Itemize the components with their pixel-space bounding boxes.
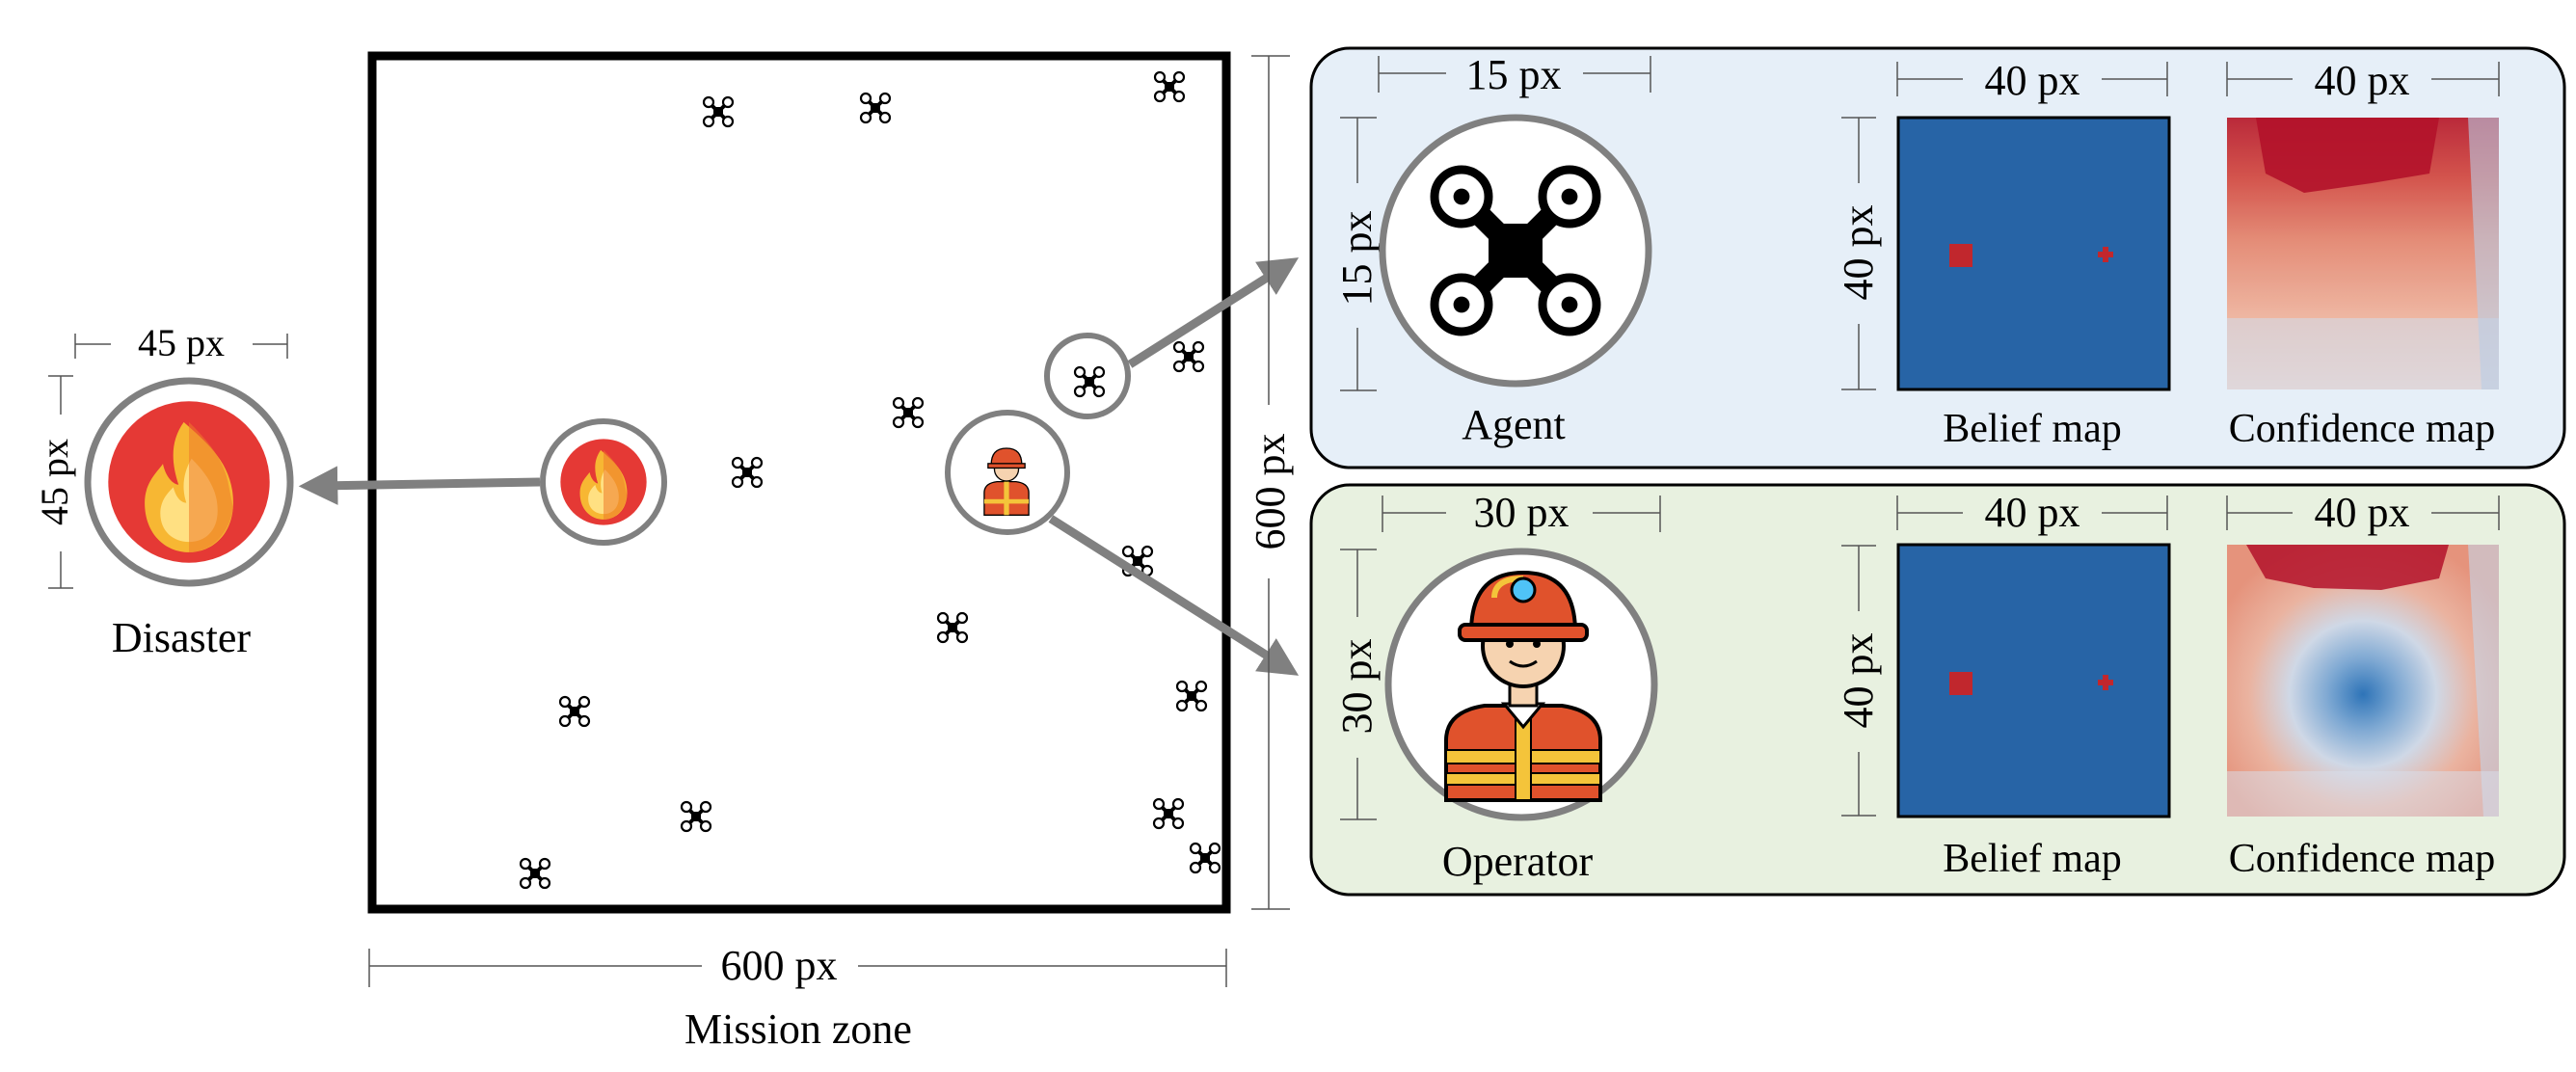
arrow-to-agent-panel (1127, 257, 1300, 368)
mission-zone-height-dimension (1251, 55, 1290, 910)
operator-icon-height-dimension (1340, 549, 1377, 820)
agent-belief-height-dimension (1841, 117, 1876, 390)
agent-confidence-label: Confidence map (2229, 407, 2495, 451)
agent-confidence-map (2227, 118, 2499, 389)
disaster-width-dimension (74, 334, 288, 359)
agent-belief-height-label: 40 px (1835, 205, 1882, 301)
operator-label: Operator (1442, 838, 1594, 885)
agent-icon-height-dimension (1340, 117, 1377, 391)
disaster-width-label: 45 px (138, 321, 225, 364)
agent-belief-map (1896, 116, 2171, 391)
operator-confidence-width-dimension (2226, 496, 2500, 530)
agent-confidence-width-dimension (2226, 62, 2500, 96)
agent-belief-label: Belief map (1943, 407, 2121, 451)
operator-confidence-label: Confidence map (2229, 837, 2495, 881)
operator-belief-map (1896, 543, 2171, 818)
firefighter-icon (1444, 570, 1602, 802)
mission-zone-label: Mission zone (684, 1005, 912, 1053)
operator-belief-width-dimension (1896, 496, 2168, 530)
operator-panel: 30 px 30 px Operator (1309, 483, 2566, 897)
operator-icon-width-dimension (1382, 496, 1661, 532)
belief-square-marker (1949, 672, 1972, 695)
agent-icon-width-dimension (1378, 56, 1651, 93)
arrow-to-operator-panel (1048, 515, 1300, 676)
firefighter-icon (983, 447, 1030, 516)
operator-belief-height-label: 40 px (1835, 633, 1882, 729)
agent-panel: 15 px 15 px Agent (1309, 46, 2566, 469)
disaster-height-dimension (48, 375, 73, 589)
disaster-label: Disaster (112, 614, 252, 661)
mission-zone-group: 600 px Mission zone 600 px (298, 51, 1300, 1053)
arrow-to-disaster (298, 466, 541, 505)
operator-icon-height-label: 30 px (1333, 639, 1381, 735)
operator-belief-width-label: 40 px (1985, 489, 2080, 536)
operator-confidence-width-label: 40 px (2315, 489, 2410, 536)
fire-icon (108, 401, 270, 563)
operator-belief-label: Belief map (1943, 837, 2121, 881)
agent-label: Agent (1462, 401, 1566, 448)
belief-plus-marker (2098, 675, 2113, 690)
mission-zone-height-label: 600 px (1247, 434, 1294, 550)
operator-belief-height-dimension (1841, 545, 1876, 817)
belief-plus-marker (2098, 247, 2113, 262)
disaster-height-label: 45 px (33, 439, 76, 525)
agent-icon-height-label: 15 px (1333, 211, 1381, 307)
mission-zone-width-dimension (368, 949, 1227, 987)
operator-icon-width-label: 30 px (1474, 489, 1570, 536)
belief-square-marker (1949, 244, 1972, 267)
disaster-group: 45 px 45 px Disaster (33, 321, 294, 661)
mission-zone-width-label: 600 px (721, 942, 838, 989)
agent-belief-width-label: 40 px (1985, 57, 2080, 104)
agent-icon-width-label: 15 px (1466, 51, 1562, 98)
operator-confidence-map (2227, 545, 2499, 817)
agent-belief-width-dimension (1896, 62, 2168, 96)
agent-confidence-width-label: 40 px (2315, 57, 2410, 104)
drone-icon (1430, 165, 1601, 336)
agent-highlight-circle (1044, 333, 1131, 419)
fire-icon (560, 439, 647, 525)
